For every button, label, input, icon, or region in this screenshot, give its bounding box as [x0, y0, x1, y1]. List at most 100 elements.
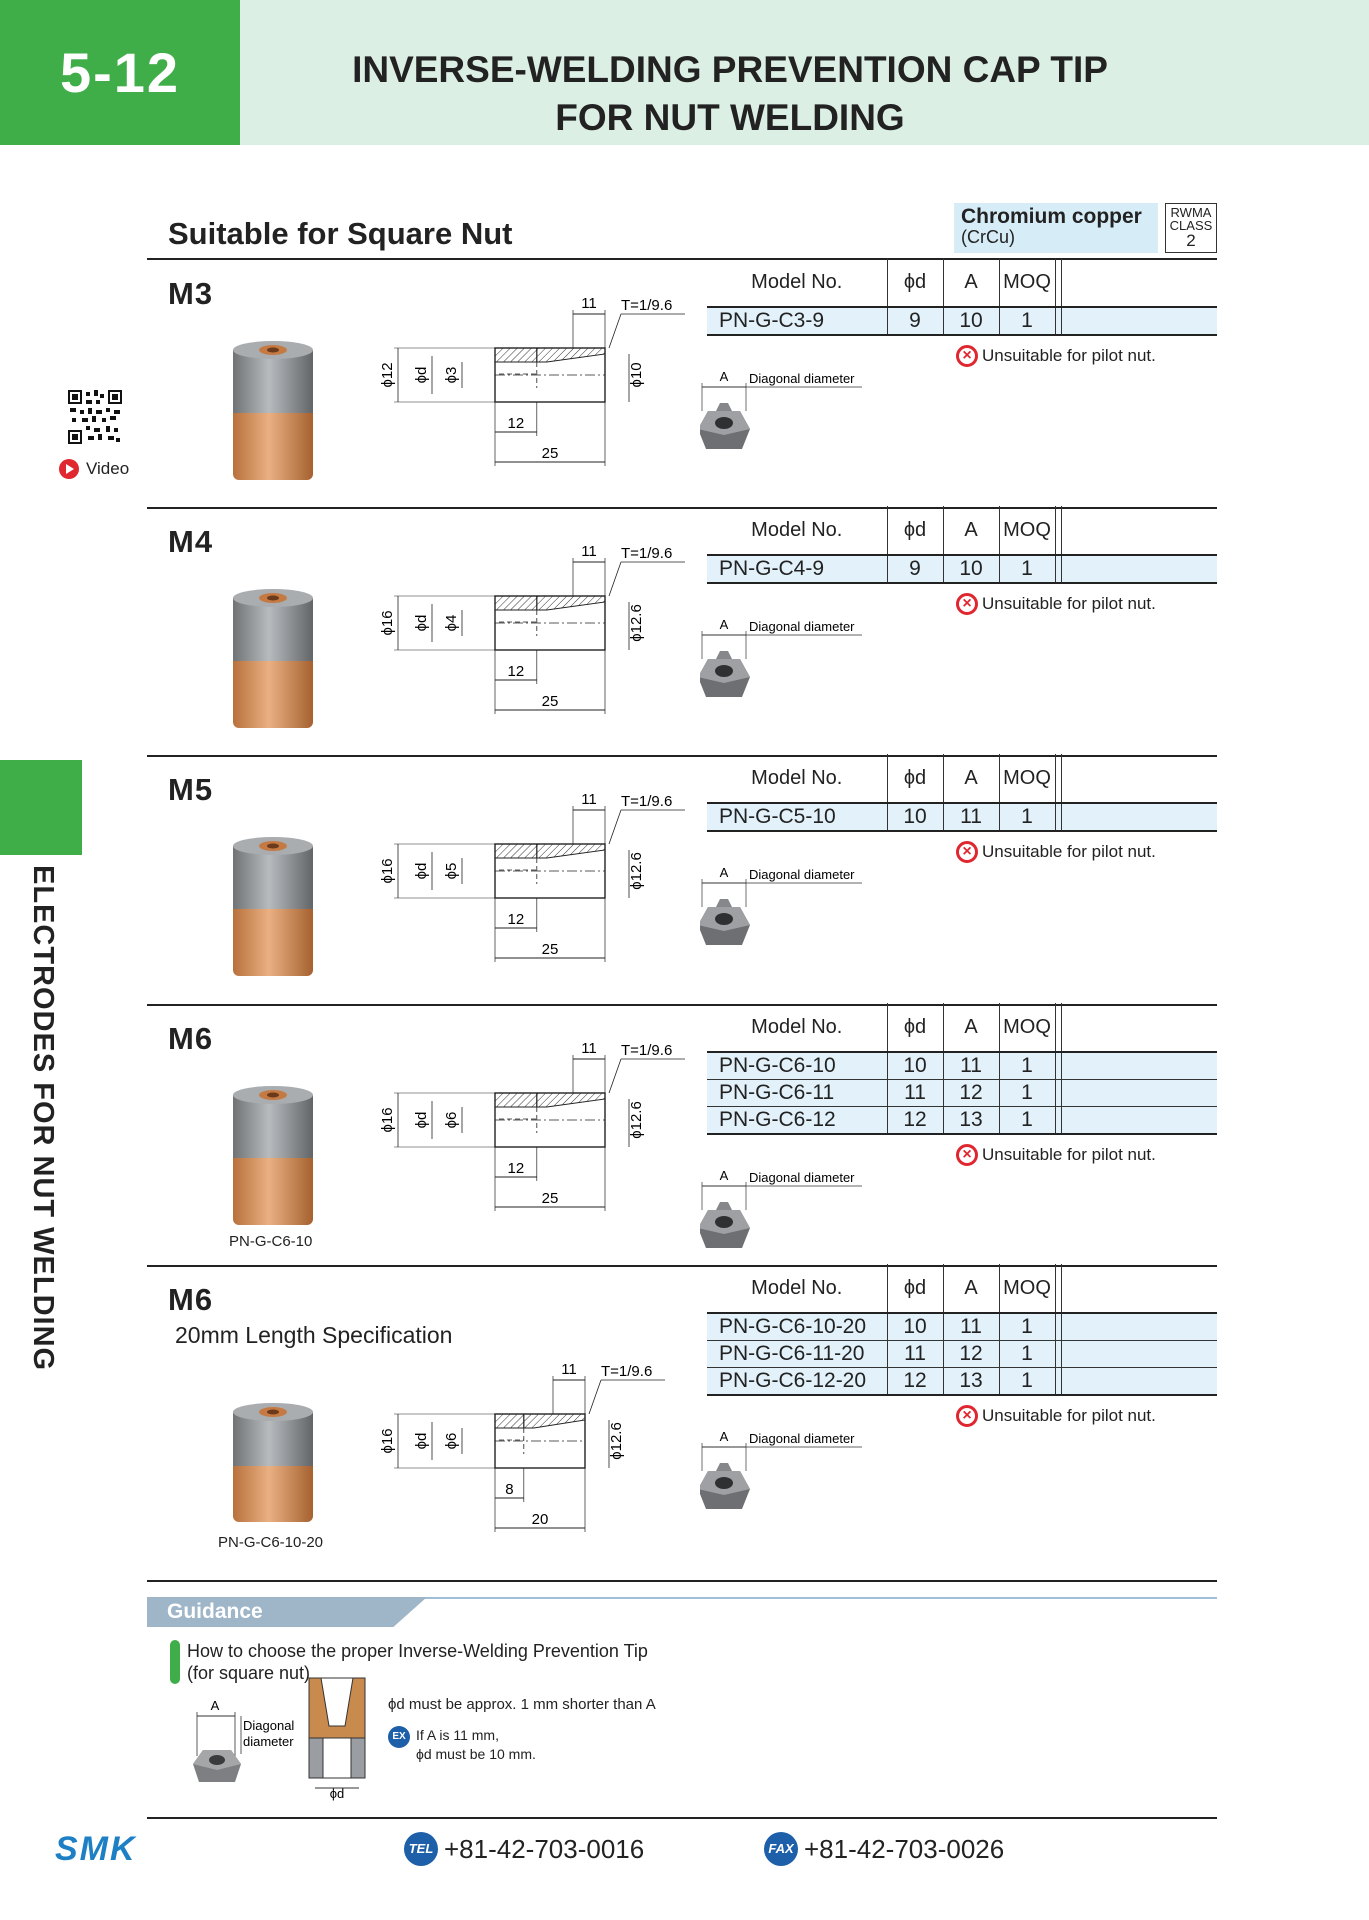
unsuitable-note: ×Unsuitable for pilot nut.	[956, 1405, 1156, 1427]
dim-right-diameter: ϕ12.6	[628, 852, 645, 890]
cell-model: PN-G-C6-11	[707, 1079, 887, 1107]
cell-moq: 1	[998, 1051, 1055, 1080]
header-band	[240, 0, 1369, 145]
footer-rule	[147, 1817, 1217, 1819]
dim-right-diameter: ϕ12.6	[628, 1101, 645, 1139]
col-header-a: A	[942, 258, 999, 307]
example-badge: EX	[388, 1726, 410, 1748]
dim-d: ϕd	[413, 1433, 430, 1450]
company-logo-text: SMK	[55, 1830, 137, 1864]
unsuitable-text: Unsuitable for pilot nut.	[982, 1406, 1156, 1425]
col-header-model: Model No.	[751, 1276, 843, 1299]
item-divider	[147, 1004, 1217, 1006]
square-nut-icon	[700, 1202, 750, 1248]
cell-moq: 1	[998, 1367, 1055, 1396]
col-header-d: ϕd	[886, 1264, 943, 1313]
cell-d: 10	[886, 802, 943, 832]
fax-contact[interactable]: FAX +81-42-703-0026	[764, 1832, 1004, 1866]
dim-top: 11	[561, 1361, 577, 1378]
dim-inner-length: 12	[508, 911, 525, 928]
cell-d: 9	[886, 306, 943, 336]
guidance-text: How to choose the proper Inverse-Welding…	[187, 1640, 648, 1684]
rwma-line2: CLASS	[1169, 218, 1213, 233]
unsuitable-text: Unsuitable for pilot nut.	[982, 594, 1156, 613]
cell-a: 10	[942, 306, 999, 336]
cell-model: PN-G-C4-9	[707, 554, 887, 584]
dim-inner-length: 8	[505, 1481, 513, 1498]
item-title: M3	[168, 276, 214, 311]
guidance-diag-line2: diameter	[243, 1734, 294, 1749]
dim-total-length: 25	[542, 941, 559, 958]
product-photo	[233, 589, 313, 728]
page-title: INVERSE-WELDING PREVENTION CAP TIP FOR N…	[240, 46, 1220, 142]
cell-model: PN-G-C6-10	[707, 1051, 887, 1080]
cell-moq: 1	[998, 1079, 1055, 1107]
unsuitable-note: ×Unsuitable for pilot nut.	[956, 345, 1156, 367]
prohibited-icon: ×	[956, 345, 978, 367]
material-box	[954, 203, 1158, 253]
dim-inner-length: 12	[508, 1160, 525, 1177]
unsuitable-note: ×Unsuitable for pilot nut.	[956, 841, 1156, 863]
cell-model: PN-G-C3-9	[707, 306, 887, 336]
cell-model: PN-G-C5-10	[707, 802, 887, 832]
a-label: A	[720, 865, 729, 880]
unsuitable-text: Unsuitable for pilot nut.	[982, 1145, 1156, 1164]
col-header-moq: MOQ	[998, 1003, 1055, 1052]
guidance-diag-line1: Diagonal	[243, 1718, 294, 1733]
fax-icon: FAX	[764, 1832, 798, 1866]
product-photo	[233, 341, 313, 480]
tel-contact[interactable]: TEL +81-42-703-0016	[404, 1832, 644, 1866]
dim-top: 11	[581, 295, 597, 312]
col-header-a: A	[942, 1003, 999, 1052]
col-header-model: Model No.	[751, 1015, 843, 1038]
a-label: A	[720, 1429, 729, 1444]
company-logo: SMK	[55, 1830, 137, 1864]
cell-a: 12	[942, 1079, 999, 1107]
cell-d: 9	[886, 554, 943, 584]
diagonal-label: Diagonal diameter	[749, 619, 855, 634]
qr-code-icon[interactable]	[68, 390, 122, 444]
guidance-line2: (for square nut)	[187, 1663, 311, 1683]
fax-number: +81-42-703-0026	[804, 1833, 1005, 1864]
col-header-d: ϕd	[886, 258, 943, 307]
dim-outer-diameter: ϕ16	[379, 1428, 396, 1453]
product-photo	[233, 1086, 313, 1225]
cell-a: 11	[942, 1312, 999, 1341]
side-label: ELECTRODES FOR NUT WELDING	[27, 865, 59, 1372]
dim-outer-diameter: ϕ12	[379, 362, 396, 387]
dim-top: 11	[581, 791, 597, 808]
guidance-d-label: ϕd	[330, 1786, 345, 1801]
diagonal-label: Diagonal diameter	[749, 371, 855, 386]
dim-outer-diameter: ϕ16	[379, 858, 396, 883]
cell-a: 11	[942, 802, 999, 832]
prohibited-icon: ×	[956, 841, 978, 863]
rwma-class-badge: RWMA CLASS 2	[1165, 203, 1217, 253]
dim-d: ϕd	[413, 863, 430, 880]
rwma-class-number: 2	[1186, 231, 1196, 250]
col-header-a: A	[942, 754, 999, 803]
unsuitable-text: Unsuitable for pilot nut.	[982, 346, 1156, 365]
dim-d: ϕd	[413, 615, 430, 632]
dim-outer-diameter: ϕ16	[379, 1107, 396, 1132]
col-header-model: Model No.	[751, 270, 843, 293]
section-title: Suitable for Square Nut	[168, 216, 513, 251]
cell-model: PN-G-C6-12-20	[707, 1367, 887, 1396]
item-title: M6	[168, 1021, 214, 1056]
col-header-moq: MOQ	[998, 258, 1055, 307]
square-nut-icon	[700, 1463, 750, 1509]
guidance-nut-icon	[193, 1750, 241, 1782]
video-link[interactable]: Video	[58, 458, 129, 480]
